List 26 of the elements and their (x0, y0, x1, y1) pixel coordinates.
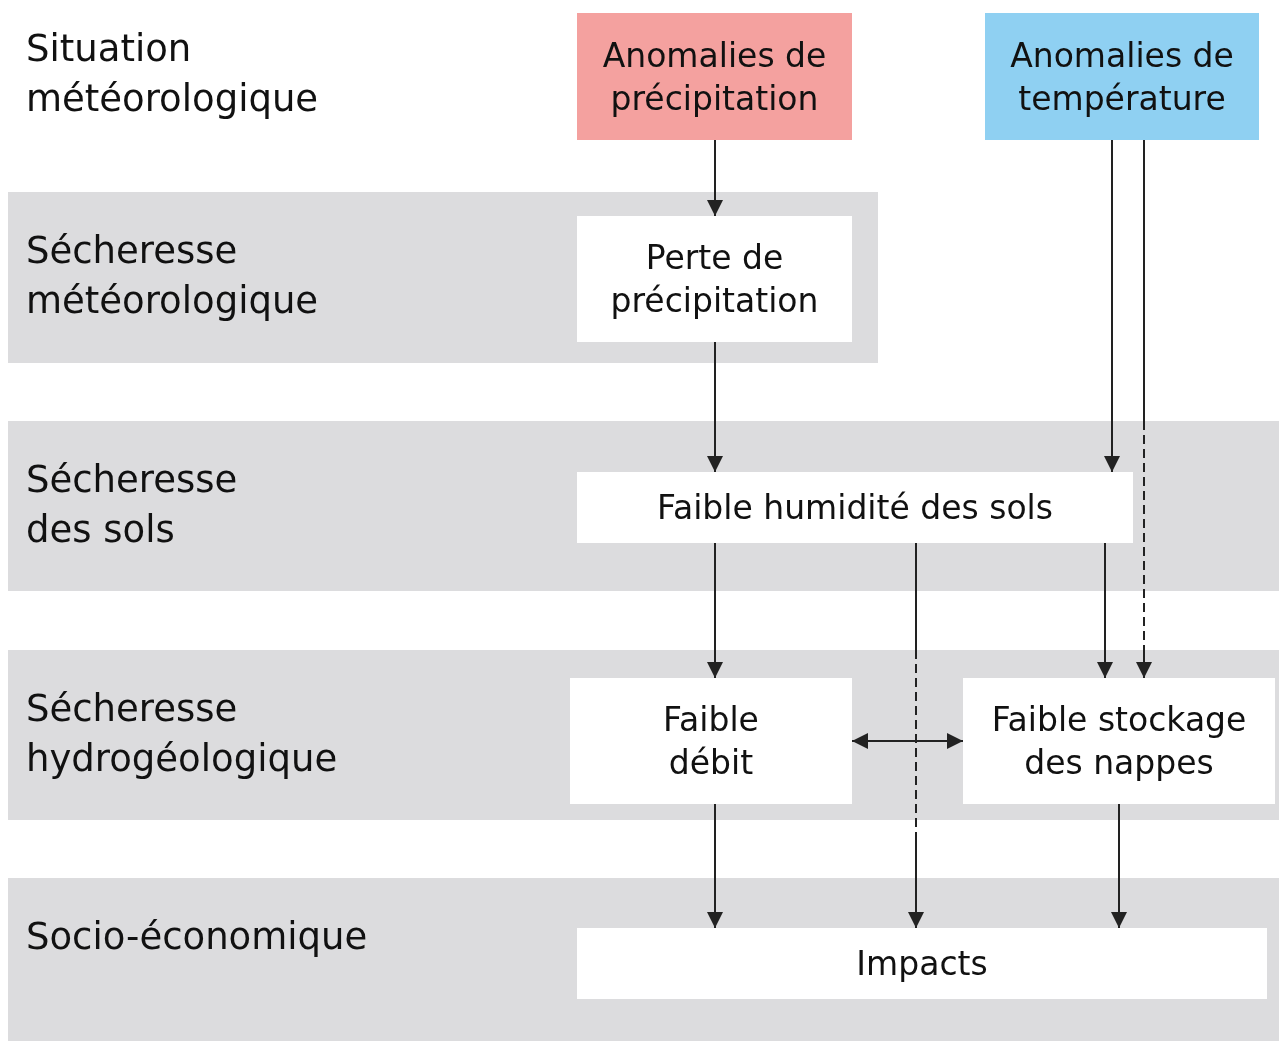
arrow (707, 341, 723, 473)
arrow (1136, 139, 1152, 679)
process-box: Faible stockage des nappes (963, 678, 1275, 804)
arrow (1104, 139, 1120, 473)
process-box: Perte de précipitation (577, 216, 852, 342)
process-box: Faible débit (570, 678, 852, 804)
arrow (707, 803, 723, 929)
arrow (908, 542, 924, 929)
row-label: Situation météorologique (26, 26, 320, 122)
row-label: Sécheresse hydrogéologique (26, 686, 339, 782)
arrow (707, 542, 723, 679)
process-box: Faible humidité des sols (577, 472, 1133, 543)
precipitation-anomaly-box: Anomalies de précipitation (577, 13, 852, 140)
row-label: Sécheresse météorologique (26, 228, 320, 324)
row-band (8, 650, 1279, 820)
row-label: Sécheresse des sols (26, 457, 239, 553)
row-label: Socio-économique (26, 914, 369, 960)
arrow (851, 733, 964, 749)
row-band (8, 192, 878, 363)
row-band (8, 421, 1279, 591)
temperature-anomaly-box: Anomalies de température (985, 13, 1259, 140)
arrow (707, 139, 723, 217)
arrow (1097, 542, 1113, 679)
row-band (8, 878, 1279, 1041)
process-box: Impacts (577, 928, 1267, 999)
arrow (1111, 803, 1127, 929)
